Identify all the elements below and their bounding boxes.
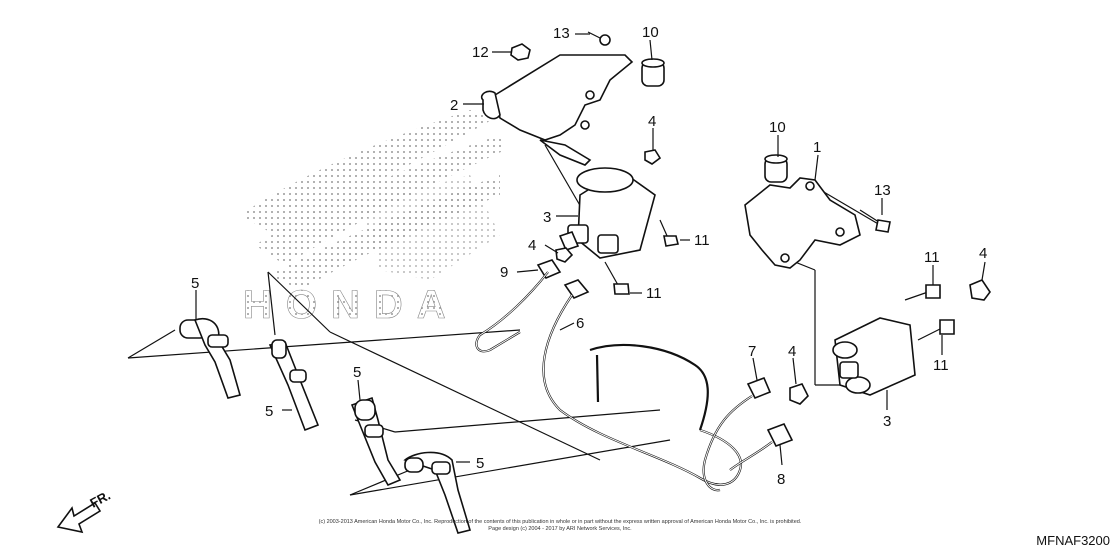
callout-10-upper: 10 bbox=[642, 24, 659, 41]
lead-8 bbox=[729, 422, 794, 471]
callout-5-mid: 5 bbox=[265, 403, 273, 420]
bolt-13-right bbox=[859, 209, 891, 233]
callout-4-upper: 4 bbox=[648, 113, 656, 130]
callout-1: 1 bbox=[813, 139, 821, 156]
callout-13-right: 13 bbox=[874, 182, 891, 199]
copyright-line-1: (c) 2003-2013 American Honda Motor Co., … bbox=[318, 519, 802, 525]
callout-11-right-lower: 11 bbox=[933, 357, 949, 374]
callout-8: 8 bbox=[777, 471, 785, 488]
callout-10-right: 10 bbox=[769, 119, 786, 136]
bolt-11-right-upper bbox=[904, 284, 941, 301]
plug-cap-5d bbox=[403, 451, 472, 534]
upper-coil-bracket bbox=[480, 54, 634, 166]
callout-13-upper: 13 bbox=[553, 25, 570, 42]
copyright-notice: (c) 2003-2013 American Honda Motor Co., … bbox=[300, 519, 820, 533]
plug-cap-5b bbox=[268, 339, 320, 432]
bolt-11-upper bbox=[659, 219, 679, 247]
callout-9: 9 bbox=[500, 264, 508, 281]
callout-6: 6 bbox=[576, 315, 584, 332]
clip-4-upper bbox=[644, 149, 662, 165]
callout-labels: 13 10 12 2 4 3 4 9 11 11 6 10 1 13 11 4 … bbox=[191, 24, 987, 488]
grommet-10-upper bbox=[641, 58, 665, 87]
callout-2: 2 bbox=[450, 97, 458, 114]
callout-4-mid: 4 bbox=[528, 237, 536, 254]
lead-7 bbox=[702, 376, 772, 492]
callout-12: 12 bbox=[472, 44, 489, 61]
lead-9 bbox=[475, 259, 562, 353]
diagram-code: MFNAF3200 bbox=[1036, 533, 1110, 548]
ignition-coil-upper bbox=[558, 167, 656, 259]
clip-4-lower bbox=[789, 383, 809, 405]
plug-cap-5c bbox=[350, 396, 402, 487]
bolt-11-mid bbox=[604, 261, 630, 295]
bolt-11-right-lower bbox=[917, 319, 955, 341]
callout-11-upper: 11 bbox=[694, 232, 710, 249]
clip-4-right bbox=[969, 279, 991, 301]
front-direction-arrow: FR. bbox=[56, 488, 113, 534]
nut-12 bbox=[510, 43, 531, 61]
ignition-coil-lower bbox=[832, 317, 916, 396]
lead-6 bbox=[542, 279, 743, 486]
honda-wing-watermark: HONDA bbox=[240, 110, 505, 327]
bolt-13-upper bbox=[587, 31, 611, 46]
right-coil-bracket bbox=[744, 177, 861, 269]
leader-lines bbox=[195, 33, 986, 466]
callout-7: 7 bbox=[748, 343, 756, 360]
callout-4-lower: 4 bbox=[788, 343, 796, 360]
clip-4-mid bbox=[555, 247, 574, 263]
callout-3-upper: 3 bbox=[543, 209, 551, 226]
callout-5-center: 5 bbox=[353, 364, 361, 381]
honda-watermark-text: HONDA bbox=[243, 283, 460, 327]
plug-cap-5a bbox=[179, 318, 241, 399]
callout-5-left: 5 bbox=[191, 275, 199, 292]
grommet-10-right bbox=[764, 154, 788, 183]
callout-11-right-upper: 11 bbox=[924, 249, 940, 266]
callout-5-lower: 5 bbox=[476, 455, 484, 472]
callout-3-lower: 3 bbox=[883, 413, 891, 430]
copyright-line-2: Page design (c) 2004 - 2017 by ARI Netwo… bbox=[488, 526, 632, 532]
callout-11-mid: 11 bbox=[646, 285, 662, 302]
callout-4-right: 4 bbox=[979, 245, 987, 262]
